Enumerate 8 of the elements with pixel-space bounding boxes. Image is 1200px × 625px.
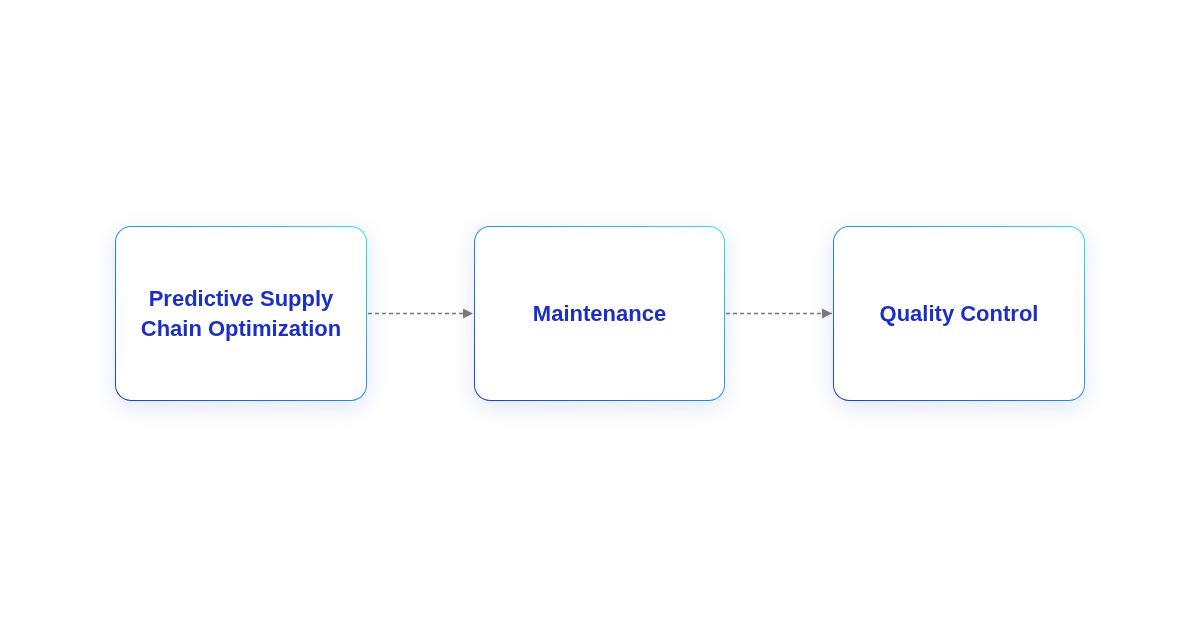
box-label: Quality Control	[878, 299, 1040, 328]
arrow	[725, 308, 833, 319]
box-label: Predictive Supply Chain Optimization	[139, 284, 343, 343]
arrow	[367, 308, 474, 319]
box-label: Maintenance	[531, 299, 668, 328]
process-box	[115, 226, 367, 401]
process-box	[474, 226, 725, 401]
process-box	[833, 226, 1085, 401]
